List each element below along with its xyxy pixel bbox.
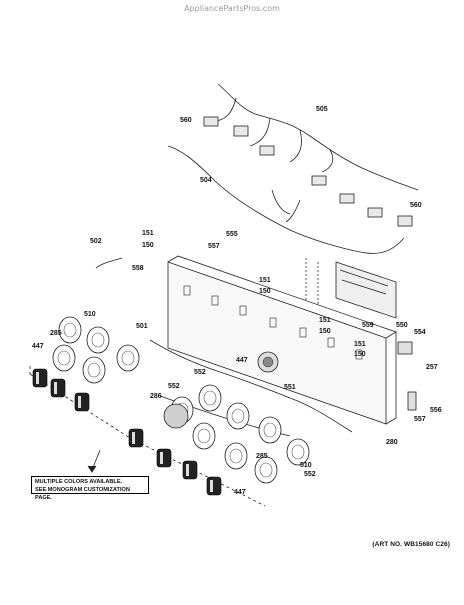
- knob-ring: [254, 456, 278, 484]
- knob-cap: [182, 460, 198, 480]
- callout-label: 510: [84, 311, 96, 318]
- wire-harness-505: [217, 83, 419, 191]
- note-line-2: SEE MONOGRAM CUSTOMIZATION PAGE.: [35, 487, 130, 501]
- bezel-286: [163, 403, 189, 429]
- callout-label: 502: [90, 238, 102, 245]
- callout-label: 150: [259, 288, 271, 295]
- knob-cap: [74, 392, 90, 412]
- callout-label: 554: [414, 329, 426, 336]
- callout-label: 447: [234, 489, 246, 496]
- callout-label: 285: [256, 453, 268, 460]
- note-line-1: MULTIPLE COLORS AVAILABLE.: [35, 479, 123, 485]
- callout-label: 560: [410, 202, 422, 209]
- callout-label: 150: [142, 242, 154, 249]
- callout-label: 286: [150, 393, 162, 400]
- callout-label: 151: [142, 230, 154, 237]
- callout-label: 504: [200, 177, 212, 184]
- knob-ring: [116, 344, 140, 372]
- callout-label: 151: [354, 341, 366, 348]
- callout-label: 151: [319, 317, 331, 324]
- callout-label: 557: [414, 416, 426, 423]
- knob-ring: [52, 344, 76, 372]
- knob-ring: [192, 422, 216, 450]
- callout-label: 285: [50, 330, 62, 337]
- art-number: (ART NO. WB15680 C26): [372, 541, 450, 548]
- callout-label: 558: [132, 265, 144, 272]
- knob-cap: [206, 476, 222, 496]
- callout-label: 560: [180, 117, 192, 124]
- knob-ring: [198, 384, 222, 412]
- knob-ring: [226, 402, 250, 430]
- callout-label: 505: [316, 106, 328, 113]
- knob-ring: [258, 416, 282, 444]
- callout-label: 552: [194, 369, 206, 376]
- knob-cap: [156, 448, 172, 468]
- knob-ring: [58, 316, 82, 344]
- callout-label: 550: [396, 322, 408, 329]
- callout-label: 150: [354, 351, 366, 358]
- callout-label: 510: [300, 462, 312, 469]
- callout-label: 280: [386, 439, 398, 446]
- callout-label: 552: [168, 383, 180, 390]
- knob-ring: [82, 356, 106, 384]
- control-board-550: [335, 261, 397, 319]
- note-box: MULTIPLE COLORS AVAILABLE. SEE MONOGRAM …: [31, 476, 149, 501]
- callout-label: 557: [208, 243, 220, 250]
- wire-harness-504: [167, 145, 405, 254]
- watermark: AppliancePartsPros.com: [184, 4, 280, 13]
- knob-ring: [224, 442, 248, 470]
- callout-label: 447: [236, 357, 248, 364]
- knob-cap: [32, 368, 48, 388]
- callout-label: 501: [136, 323, 148, 330]
- callout-label: 257: [426, 364, 438, 371]
- wire-harness-501: [149, 339, 353, 433]
- knob-ring: [86, 326, 110, 354]
- callout-label: 150: [319, 328, 331, 335]
- callout-label: 151: [259, 277, 271, 284]
- knob-cap: [128, 428, 144, 448]
- callout-label: 556: [430, 407, 442, 414]
- callout-label: 551: [284, 384, 296, 391]
- callout-label: 552: [304, 471, 316, 478]
- callout-label: 555: [226, 231, 238, 238]
- knob-cap: [50, 378, 66, 398]
- wire-502: [95, 257, 123, 269]
- knob-ring: [286, 438, 310, 466]
- callout-label: 447: [32, 343, 44, 350]
- callout-label: 559: [362, 322, 374, 329]
